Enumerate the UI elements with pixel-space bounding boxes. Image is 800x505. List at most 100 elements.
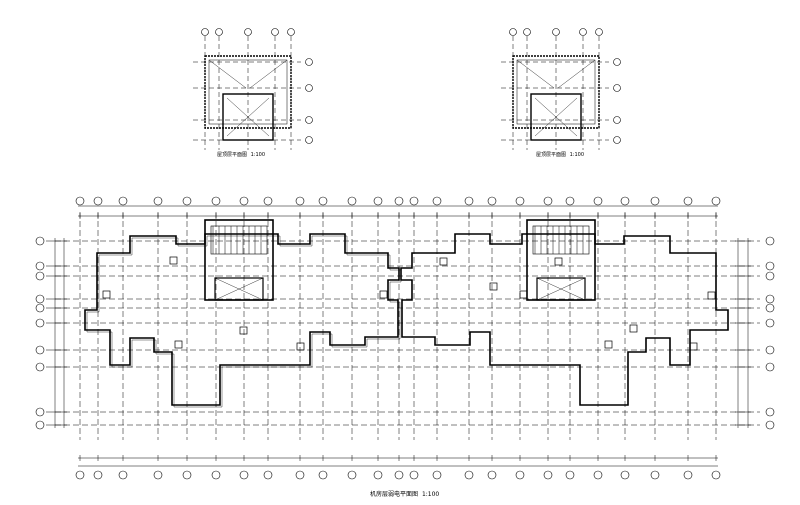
axis-bubble <box>683 196 693 206</box>
axis-bubble <box>182 470 192 480</box>
axis-bubble <box>765 236 775 246</box>
main-plan-caption: 机房层弱电平面图 1:100 <box>370 489 439 498</box>
axis-bubble <box>613 58 621 66</box>
roof-right-caption: 屋顶层平面图 1:100 <box>536 151 584 158</box>
axis-bubble <box>552 28 560 36</box>
axis-bubble <box>373 196 383 206</box>
axis-bubble <box>711 196 721 206</box>
roof-edge <box>516 59 596 125</box>
main-plan-title: 机房层弱电平面图 <box>370 491 419 498</box>
axis-bubble <box>394 196 404 206</box>
axis-bubble <box>93 196 103 206</box>
axis-bubble <box>35 345 45 355</box>
axis-bubble <box>711 470 721 480</box>
axis-bubble <box>244 28 252 36</box>
axis-bubble <box>593 196 603 206</box>
axis-bubble <box>487 470 497 480</box>
axis-bubble <box>263 470 273 480</box>
roof-right-title: 屋顶层平面图 <box>536 152 567 158</box>
stair-flight <box>532 225 590 255</box>
roof-machine-room <box>222 93 274 141</box>
exterior-wall <box>400 233 729 406</box>
axis-bubble <box>613 84 621 92</box>
axis-bubble <box>347 470 357 480</box>
axis-bubble <box>543 196 553 206</box>
axis-bubble <box>579 28 587 36</box>
mirrored-unit <box>400 233 729 406</box>
axis-bubble <box>613 116 621 124</box>
roof-ridge <box>249 59 288 89</box>
axis-bubble <box>509 28 517 36</box>
axis-bubble <box>765 345 775 355</box>
roof-plans <box>204 55 600 141</box>
device-box <box>689 342 698 351</box>
device-box <box>174 340 183 349</box>
axis-bubble <box>683 470 693 480</box>
axis-bubble <box>593 470 603 480</box>
stair-flight <box>210 225 268 255</box>
axis-bubble <box>35 407 45 417</box>
axis-bubble <box>239 196 249 206</box>
axis-bubble <box>523 28 531 36</box>
axis-bubble <box>595 28 603 36</box>
roof-parapet <box>512 55 600 129</box>
axis-bubbles <box>35 28 775 480</box>
axis-bubble <box>765 261 775 271</box>
axis-grid <box>46 212 760 440</box>
axis-bubble <box>765 407 775 417</box>
axis-bubble <box>543 470 553 480</box>
device-box <box>629 324 638 333</box>
dimension-lines <box>52 36 751 467</box>
axis-bubble <box>35 294 45 304</box>
axis-bubble <box>118 196 128 206</box>
axis-bubble <box>650 470 660 480</box>
axis-bubble <box>305 136 313 144</box>
device-box <box>169 256 178 265</box>
roof-ridge <box>208 59 247 89</box>
axis-bubble <box>35 271 45 281</box>
roof-left-scale: 1:100 <box>250 152 266 158</box>
axis-bubble <box>305 116 313 124</box>
roof-ridge <box>516 59 555 89</box>
axis-bubble <box>373 470 383 480</box>
roof-left-title: 屋顶层平面图 <box>217 152 248 158</box>
axis-bubble <box>565 470 575 480</box>
device-box <box>707 291 716 300</box>
axis-bubble <box>118 470 128 480</box>
axis-bubble <box>409 470 419 480</box>
elevator-shaft <box>536 277 586 301</box>
roof-left-caption: 屋顶层平面图 1:100 <box>217 151 265 158</box>
axis-bubble <box>182 196 192 206</box>
axis-bubble <box>765 318 775 328</box>
axis-bubble <box>35 318 45 328</box>
roof-ridge <box>557 59 596 89</box>
device-box <box>489 282 498 291</box>
axis-bubble <box>35 420 45 430</box>
axis-bubble <box>305 58 313 66</box>
axis-bubble <box>35 362 45 372</box>
axis-bubble <box>409 196 419 206</box>
roof-right-scale: 1:100 <box>569 152 585 158</box>
axis-bubble <box>515 196 525 206</box>
axis-bubble <box>305 84 313 92</box>
stair-cores <box>102 219 716 351</box>
device-box <box>296 342 305 351</box>
device-box <box>519 290 528 299</box>
device-box <box>604 340 613 349</box>
axis-bubble <box>464 196 474 206</box>
axis-bubble <box>295 470 305 480</box>
axis-bubble <box>201 28 209 36</box>
roof-parapet <box>204 55 292 129</box>
device-box <box>239 326 248 335</box>
roof-ridge <box>534 97 578 137</box>
axis-bubble <box>765 362 775 372</box>
device-box <box>554 257 563 266</box>
axis-bubble <box>35 303 45 313</box>
axis-bubble <box>215 28 223 36</box>
axis-bubble <box>394 470 404 480</box>
axis-bubble <box>35 261 45 271</box>
elevator-shaft <box>214 277 264 301</box>
axis-bubble <box>211 196 221 206</box>
